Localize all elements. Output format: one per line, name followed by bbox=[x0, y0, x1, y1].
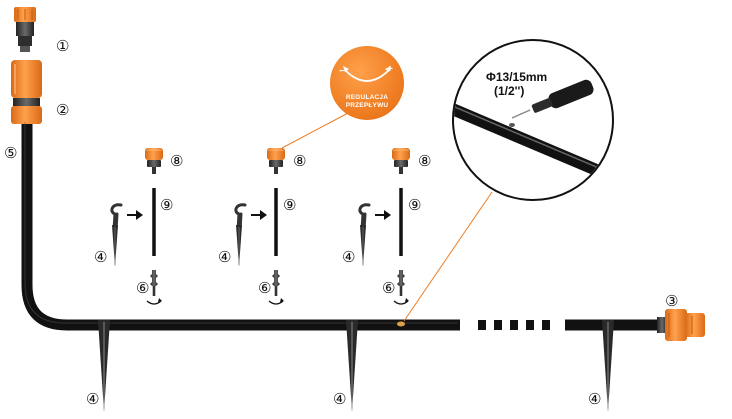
part-number-9: ⑨ bbox=[160, 196, 173, 214]
part-number-6: ⑥ bbox=[382, 279, 395, 297]
part-number-8: ⑧ bbox=[170, 152, 183, 170]
dripper bbox=[145, 148, 163, 174]
drip-stake bbox=[110, 203, 123, 269]
end-cap bbox=[657, 309, 705, 341]
part-number-4: ④ bbox=[342, 248, 355, 266]
drip-stake bbox=[234, 203, 247, 269]
flow-label-line2: PRZEPŁYWU bbox=[346, 102, 389, 109]
part-number-4: ④ bbox=[588, 390, 601, 408]
flow-regulation-badge: − + REGULACJA PRZEPŁYWU bbox=[330, 46, 404, 120]
hose-continuation-dots bbox=[478, 320, 550, 330]
ground-stake bbox=[601, 319, 615, 413]
barbed-connector bbox=[397, 270, 405, 296]
part-number-1: ① bbox=[56, 37, 69, 55]
part-number-2: ② bbox=[56, 101, 69, 119]
pipe-detail-magnifier: Φ13/15mm (1/2'') bbox=[452, 39, 614, 201]
dripper bbox=[392, 148, 410, 174]
part-number-5: ⑤ bbox=[4, 144, 17, 162]
dripper bbox=[267, 148, 285, 174]
part-number-6: ⑥ bbox=[258, 279, 271, 297]
part-number-8: ⑧ bbox=[293, 152, 306, 170]
tap-connector bbox=[14, 7, 36, 52]
part-number-9: ⑨ bbox=[408, 196, 421, 214]
dripper-assembly bbox=[358, 148, 410, 305]
drip-stake bbox=[358, 203, 371, 269]
hose-coupling bbox=[11, 60, 42, 124]
ground-stake bbox=[345, 319, 359, 413]
part-number-4: ④ bbox=[94, 248, 107, 266]
dripper-assembly bbox=[234, 148, 285, 305]
callout-line-pipe bbox=[403, 191, 493, 322]
pipe-inch-label: (1/2'') bbox=[494, 84, 524, 98]
hose-hole bbox=[397, 321, 405, 327]
callout-line-flow bbox=[281, 111, 351, 149]
rotate-arrow-icon bbox=[344, 69, 390, 82]
barbed-connector bbox=[150, 270, 158, 296]
part-number-9: ⑨ bbox=[283, 196, 296, 214]
part-number-4: ④ bbox=[218, 248, 231, 266]
plus-label: + bbox=[387, 64, 393, 75]
barbed-connector bbox=[272, 270, 280, 296]
pipe-diameter-label: Φ13/15mm bbox=[486, 70, 547, 84]
part-number-8: ⑧ bbox=[418, 152, 431, 170]
ground-stake bbox=[97, 319, 111, 413]
minus-label: − bbox=[339, 66, 345, 77]
part-number-6: ⑥ bbox=[136, 279, 149, 297]
dripper-assembly bbox=[110, 148, 163, 305]
part-number-4: ④ bbox=[86, 390, 99, 408]
flow-label-line1: REGULACJA bbox=[346, 94, 388, 101]
part-number-4: ④ bbox=[333, 390, 346, 408]
part-number-3: ③ bbox=[665, 292, 678, 310]
